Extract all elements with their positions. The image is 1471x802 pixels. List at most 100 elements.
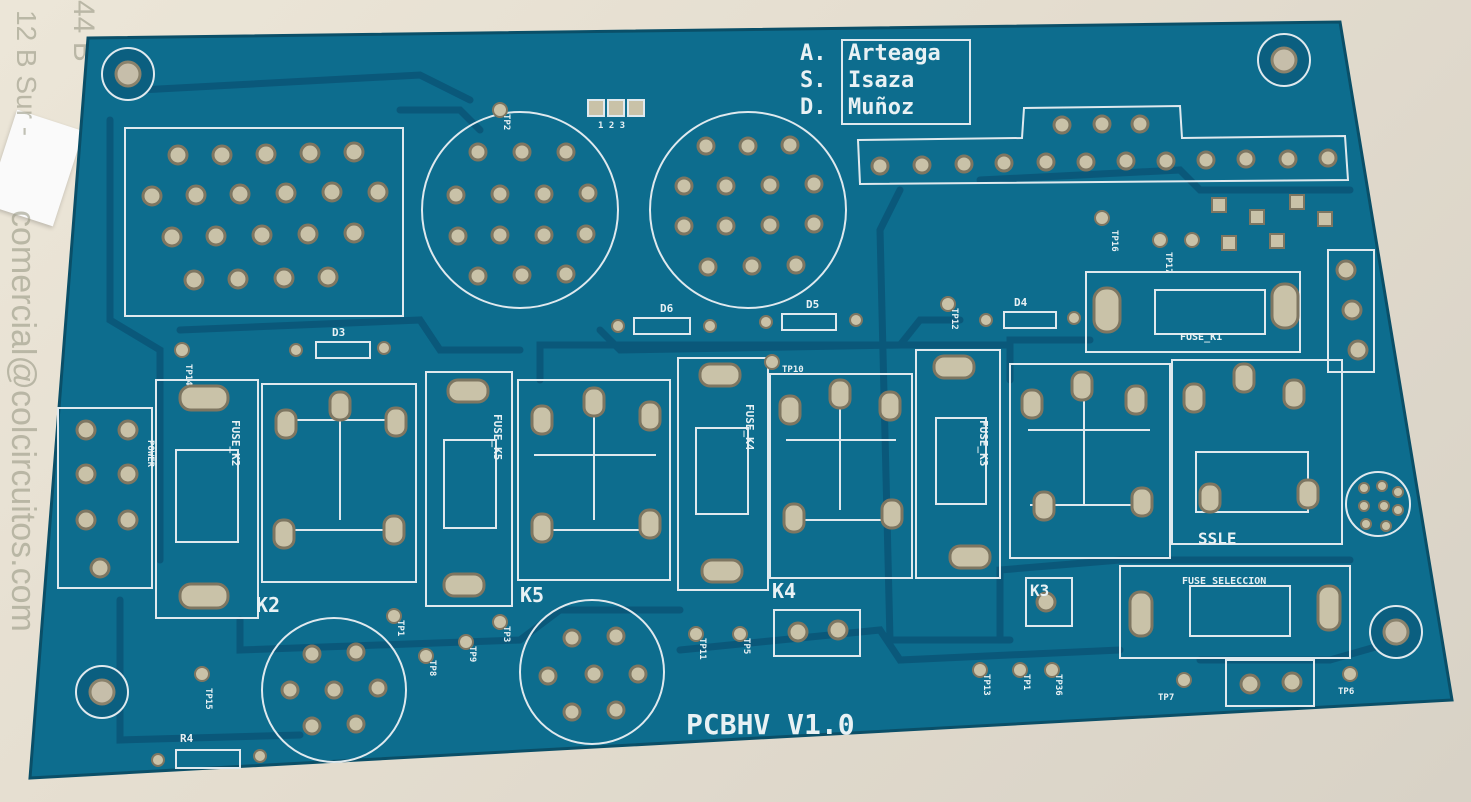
fuse-k1-outline bbox=[1085, 271, 1301, 353]
diodes bbox=[289, 311, 1081, 359]
ssle-pads bbox=[1182, 362, 1320, 514]
power-connector-outline bbox=[57, 407, 153, 589]
tube-socket-pads-2 bbox=[674, 135, 824, 277]
fuse-k5-body bbox=[443, 439, 497, 529]
fuse-k5-holder bbox=[425, 371, 513, 607]
fuse-k2-body bbox=[175, 449, 239, 543]
pin-numbers-label: 1 2 3 bbox=[598, 121, 625, 131]
d6-label: D6 bbox=[660, 302, 674, 315]
connector-block-pads bbox=[141, 141, 389, 291]
author-initial-2: S. bbox=[800, 68, 827, 93]
tp17-label: TP17 bbox=[1163, 252, 1173, 274]
fuse-k3-label: FUSE_K3 bbox=[977, 420, 990, 466]
test-points bbox=[174, 102, 1358, 688]
long-header-outline bbox=[856, 104, 1350, 186]
fuse-k4-body bbox=[695, 427, 749, 515]
fuse-k2-label: FUSE_K2 bbox=[229, 420, 242, 466]
fuse-k1-pad-left bbox=[1092, 286, 1122, 334]
fuse-k1-label: FUSE_K1 bbox=[1180, 332, 1222, 343]
fuse-k4-label: FUSE_K4 bbox=[743, 404, 756, 451]
mini-din-pads bbox=[1358, 480, 1404, 532]
selection-output-pad-2 bbox=[1281, 671, 1303, 693]
right-edge-pads bbox=[1335, 259, 1369, 361]
k4-output-pad-2 bbox=[827, 619, 849, 641]
fuse-k3-pad-top bbox=[932, 354, 976, 380]
tp10-label: TP10 bbox=[782, 365, 804, 375]
d5-label: D5 bbox=[806, 298, 819, 311]
tp36-label: TP36 bbox=[1053, 674, 1063, 696]
k3-label: K3 bbox=[1030, 581, 1049, 600]
fuse-seleccion-pad-right bbox=[1316, 584, 1342, 632]
relay-k2-outline bbox=[261, 383, 417, 583]
relay-k4-silk-lines bbox=[786, 395, 896, 521]
author-initial-3: D. bbox=[800, 95, 827, 120]
power-label: POWER bbox=[145, 440, 155, 468]
tp7-label: TP7 bbox=[1158, 693, 1174, 703]
author-box bbox=[841, 39, 971, 125]
ssle-label: SSLE bbox=[1198, 529, 1237, 548]
relay-k5-outline bbox=[517, 379, 671, 581]
fuse-seleccion-body bbox=[1189, 585, 1291, 637]
board-title: PCBHV V1.0 bbox=[686, 708, 855, 741]
author-name-3: Muñoz bbox=[848, 95, 914, 120]
r4-pad-2 bbox=[253, 749, 267, 763]
long-header-pads bbox=[870, 114, 1338, 176]
tp2-label: TP2 bbox=[501, 114, 511, 130]
relay-k5-silk-lines bbox=[534, 410, 656, 531]
relay-k2-pads bbox=[272, 390, 408, 550]
ssle-outline bbox=[1171, 359, 1343, 545]
mini-din-outline bbox=[1345, 471, 1411, 537]
author-name-1: Arteaga bbox=[848, 41, 941, 66]
d4-label: D4 bbox=[1014, 296, 1028, 309]
fuse-k1-pad-right bbox=[1270, 282, 1300, 330]
fuse-k1-body bbox=[1154, 289, 1266, 335]
r4-pad-1 bbox=[151, 753, 165, 767]
fuse-k3-holder bbox=[915, 349, 1001, 579]
r4-body bbox=[175, 749, 241, 769]
r4-label: R4 bbox=[180, 732, 194, 745]
relay-k5-pads bbox=[530, 386, 662, 544]
fuse-seleccion-label: FUSE_SELECCION bbox=[1182, 576, 1266, 587]
fuse-k3-pad-bottom bbox=[948, 544, 992, 570]
selection-output-pad-1 bbox=[1239, 673, 1261, 695]
fuse-k4-pad-bottom bbox=[700, 558, 744, 584]
relay-k3-outline bbox=[1009, 363, 1171, 559]
mounting-holes bbox=[75, 33, 1423, 719]
tp5-label: TP5 bbox=[741, 638, 751, 654]
tp1-label-left: TP1 bbox=[395, 620, 405, 636]
k4-label: K4 bbox=[772, 579, 796, 603]
k5-label: K5 bbox=[520, 583, 544, 607]
fuse-k4-pad-top bbox=[698, 362, 742, 388]
relay-k4-outline bbox=[769, 373, 913, 579]
tube-socket-outline-2 bbox=[649, 111, 847, 309]
fuse-k2-pad-bottom bbox=[178, 582, 230, 610]
fuse-seleccion-holder bbox=[1119, 565, 1351, 659]
fuse-k5-pad-bottom bbox=[442, 572, 486, 598]
k3-small-outline bbox=[1025, 577, 1073, 627]
k4-output-pad-1 bbox=[787, 621, 809, 643]
k3-small-pad bbox=[1035, 591, 1057, 613]
fuse-seleccion-pad-left bbox=[1128, 590, 1154, 638]
tube-socket-pads-3 bbox=[280, 642, 388, 736]
tube-socket-outline-4 bbox=[519, 599, 665, 745]
k4-output-connector bbox=[773, 609, 861, 657]
tp3-label: TP3 bbox=[501, 626, 511, 642]
connector-block-outline bbox=[124, 127, 404, 317]
tube-socket-outline-1 bbox=[421, 111, 619, 309]
tube-socket-outline-3 bbox=[261, 617, 407, 763]
relay-k4-pads bbox=[778, 378, 904, 534]
fuse-k4-holder bbox=[677, 357, 769, 591]
power-connector-pads bbox=[75, 419, 139, 579]
author-initial-1: A. bbox=[800, 41, 827, 66]
smd-pads-right bbox=[1094, 194, 1333, 251]
fuse-k2-pad-top bbox=[178, 384, 230, 412]
tp1-label-right: TP1 bbox=[1021, 674, 1031, 690]
fuse-k5-pad-top bbox=[446, 378, 490, 404]
tp16-label: TP16 bbox=[1109, 230, 1119, 252]
fuse-k5-label: FUSE_K5 bbox=[491, 414, 504, 460]
tp13-label: TP13 bbox=[981, 674, 991, 696]
relay-k3-pads bbox=[1020, 370, 1154, 522]
pcb-board bbox=[28, 20, 1454, 780]
tube-socket-pads-1 bbox=[446, 142, 598, 286]
